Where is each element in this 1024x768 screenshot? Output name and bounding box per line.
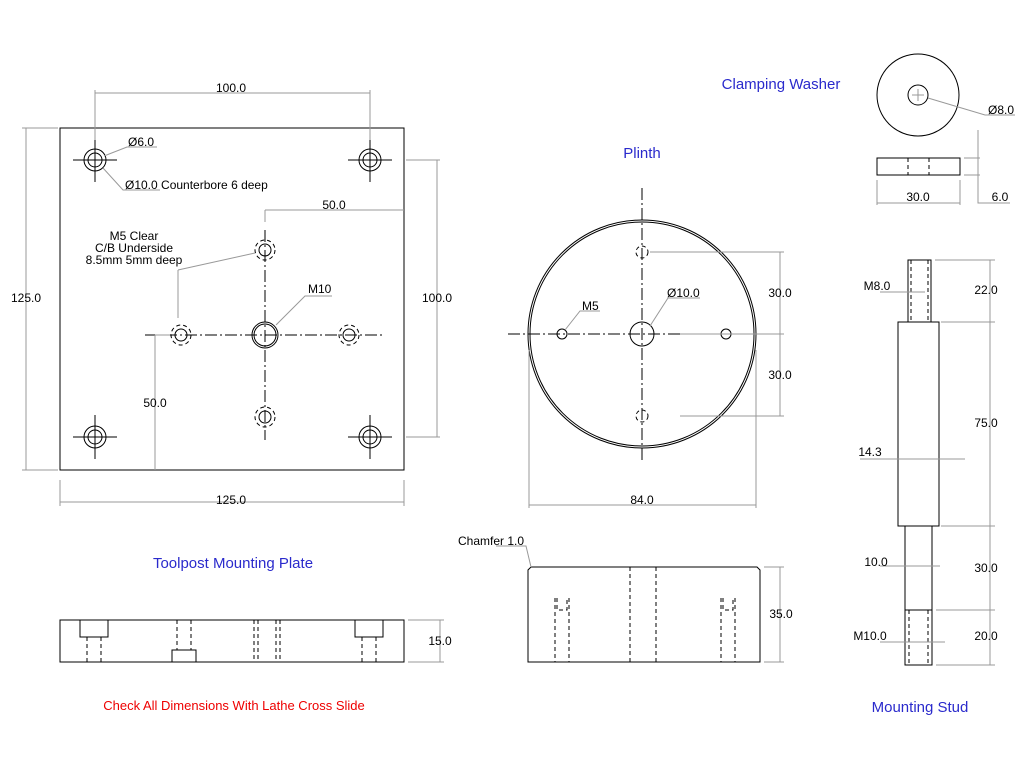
plinth-title: Plinth <box>623 145 661 162</box>
plate-dim-50-v: 50.0 <box>143 396 167 410</box>
plate-side-dim: 15.0 <box>428 634 452 648</box>
dia6-label: Ø6.0 <box>128 135 154 149</box>
stud-d22: 22.0 <box>974 283 998 297</box>
chamfer-label: Chamfer 1.0 <box>458 534 524 548</box>
washer: Ø8.0 30.0 6.0 Clamping Washer <box>722 53 1015 205</box>
plate-dim-top: 100.0 <box>216 81 246 95</box>
washer-dim-30: 30.0 <box>906 190 930 204</box>
plinth-dim-84: 84.0 <box>630 493 654 507</box>
plinth-dim-30b: 30.0 <box>768 368 792 382</box>
stud-m8: M8.0 <box>864 279 891 293</box>
washer-dia8: Ø8.0 <box>988 103 1014 117</box>
plate-dim-right: 100.0 <box>422 291 452 305</box>
plate-title: Toolpost Mounting Plate <box>153 555 313 572</box>
stud-title: Mounting Stud <box>872 699 969 716</box>
plinth-dim-30a: 30.0 <box>768 286 792 300</box>
mounting-stud: M8.0 22.0 14.3 75.0 10.0 30.0 M10.0 20.0… <box>853 259 998 716</box>
plinth-m5-label: M5 <box>582 299 599 313</box>
stud-d30: 30.0 <box>974 561 998 575</box>
stud-d75: 75.0 <box>974 416 998 430</box>
stud-d10: 10.0 <box>864 555 888 569</box>
stud-d143: 14.3 <box>858 445 882 459</box>
stud-m10: M10.0 <box>853 629 887 643</box>
washer-dim-6: 6.0 <box>992 190 1009 204</box>
plate-dim-left: 125.0 <box>11 291 41 305</box>
plinth-top-view: 30.0 30.0 84.0 Ø10.0 M5 Plinth <box>508 145 792 508</box>
counterbore-label: Ø10.0 Counterbore 6 deep <box>125 178 268 192</box>
m10-label: M10 <box>308 282 332 296</box>
plinth-dia10-label: Ø10.0 <box>667 286 700 300</box>
m5-note-2: C/B Underside <box>95 241 173 255</box>
stud-d20: 20.0 <box>974 629 998 643</box>
m5-note-3: 8.5mm 5mm deep <box>86 253 183 267</box>
check-note: Check All Dimensions With Lathe Cross Sl… <box>103 698 365 713</box>
corner-holes <box>73 138 392 459</box>
plate-dim-50-h: 50.0 <box>322 198 346 212</box>
toolpost-plate-top-view: 100.0 125.0 100.0 125.0 50.0 50.0 Ø6.0 Ø… <box>11 81 452 663</box>
plinth-side-view: 35.0 Chamfer 1.0 <box>458 534 793 663</box>
plate-dim-bottom: 125.0 <box>216 493 246 507</box>
toolpost-plate-side-view: 15.0 <box>59 619 452 663</box>
m5-note-1: M5 Clear <box>110 229 159 243</box>
plinth-dim-35: 35.0 <box>769 607 793 621</box>
washer-title: Clamping Washer <box>722 76 841 93</box>
